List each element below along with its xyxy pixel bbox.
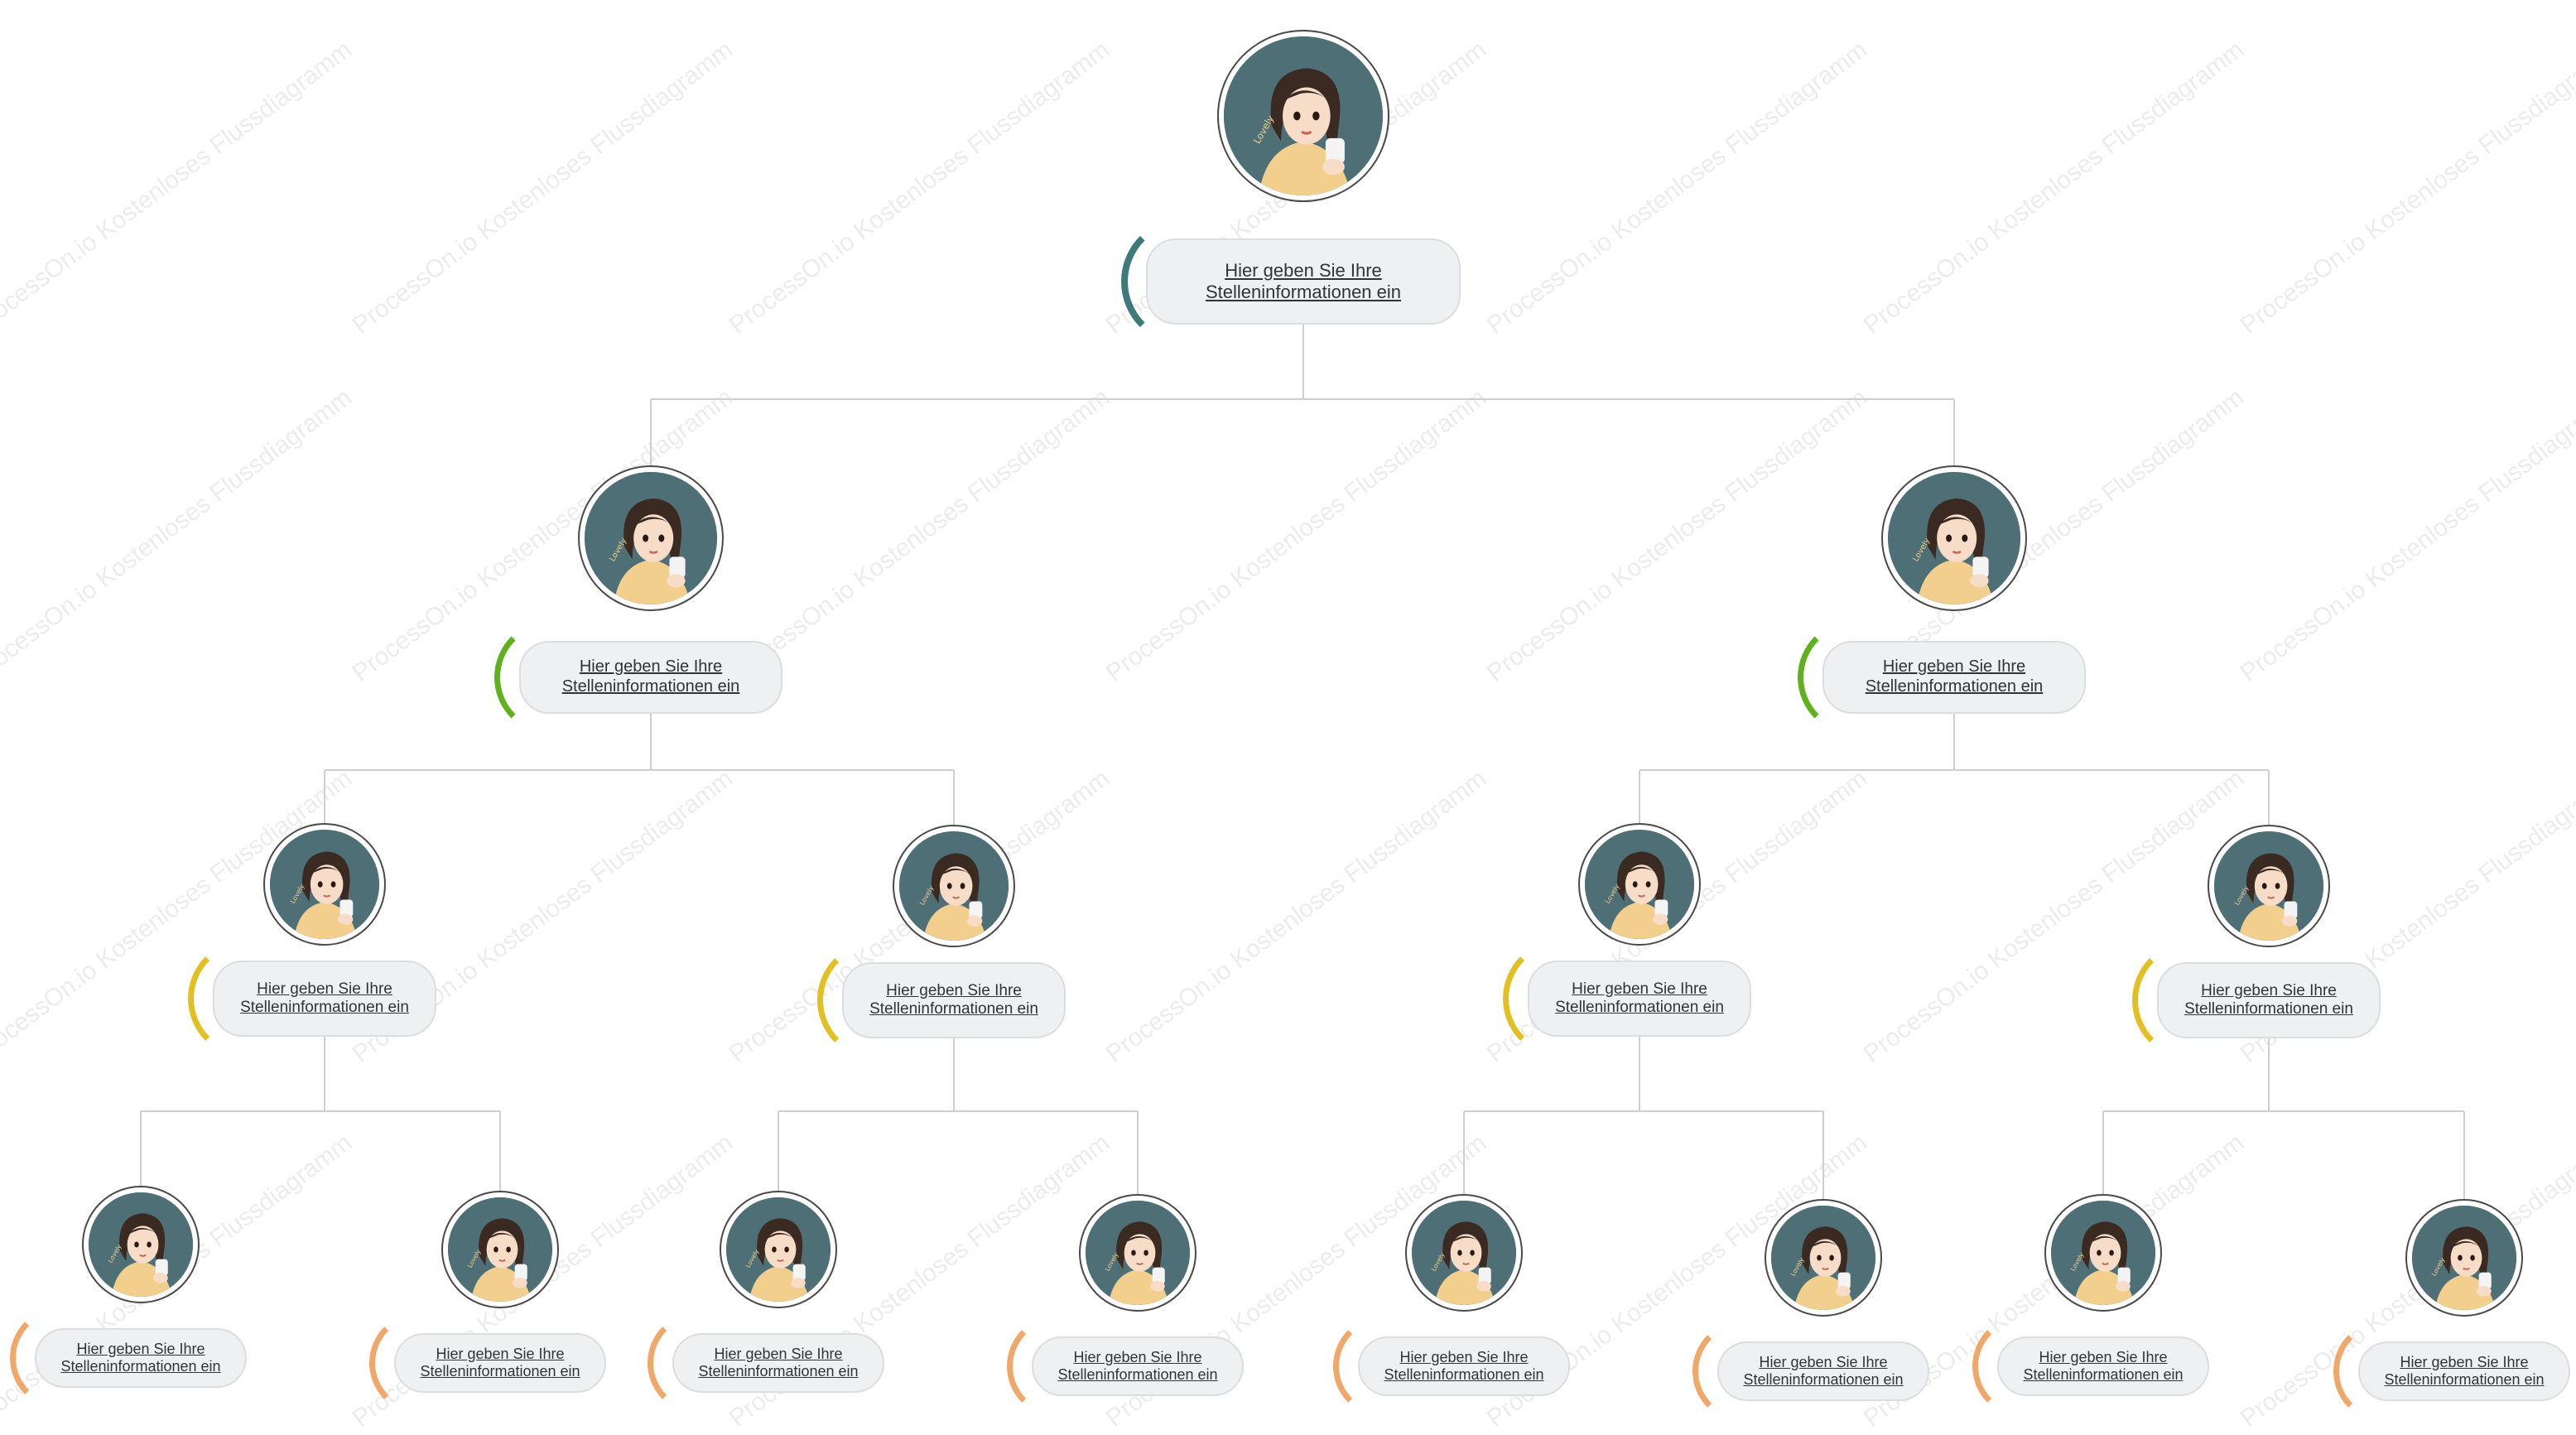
position-card[interactable]: Hier geben Sie Ihre Stelleninformationen… [1146, 238, 1461, 325]
avatar-icon: Lovely [2214, 831, 2323, 941]
level-accent-arc [369, 1312, 472, 1414]
position-label[interactable]: Hier geben Sie Ihre Stelleninformationen… [420, 1345, 580, 1380]
position-label[interactable]: Hier geben Sie Ihre Stelleninformationen… [2023, 1348, 2184, 1383]
avatar-icon: Lovely [1224, 36, 1383, 195]
position-label[interactable]: Hier geben Sie Ihre Stelleninformationen… [1384, 1348, 1544, 1383]
position-card[interactable]: Hier geben Sie Ihre Stelleninformationen… [2157, 962, 2381, 1038]
position-card[interactable]: Hier geben Sie Ihre Stelleninformationen… [1997, 1336, 2209, 1396]
level-accent-arc [648, 1312, 750, 1414]
avatar[interactable]: Lovely [893, 825, 1015, 947]
avatar-icon: Lovely [585, 472, 717, 604]
position-card[interactable]: Hier geben Sie Ihre Stelleninformationen… [1358, 1336, 1570, 1396]
position-label[interactable]: Hier geben Sie Ihre Stelleninformationen… [1205, 260, 1402, 302]
position-card[interactable]: Hier geben Sie Ihre Stelleninformationen… [519, 641, 782, 714]
avatar[interactable]: Lovely [441, 1191, 559, 1308]
avatar[interactable]: Lovely [1578, 823, 1701, 946]
level-accent-arc [494, 619, 610, 735]
position-card[interactable]: Hier geben Sie Ihre Stelleninformationen… [842, 962, 1066, 1038]
level-accent-arc [1503, 939, 1622, 1058]
position-card[interactable]: Hier geben Sie Ihre Stelleninformationen… [213, 961, 436, 1037]
avatar-icon: Lovely [270, 830, 379, 939]
level-accent-arc [2333, 1320, 2436, 1423]
level-accent-arc [10, 1307, 113, 1409]
position-card[interactable]: Hier geben Sie Ihre Stelleninformationen… [1822, 641, 2086, 714]
avatar-icon: Lovely [2412, 1206, 2516, 1310]
avatar-icon: Lovely [448, 1197, 552, 1302]
avatar[interactable]: Lovely [2405, 1199, 2523, 1317]
avatar[interactable]: Lovely [2208, 825, 2330, 947]
position-card[interactable]: Hier geben Sie Ihre Stelleninformationen… [35, 1328, 247, 1388]
position-card[interactable]: Hier geben Sie Ihre Stelleninformationen… [394, 1333, 606, 1393]
level-accent-arc [817, 941, 937, 1060]
level-accent-arc [1798, 619, 1914, 735]
position-label[interactable]: Hier geben Sie Ihre Stelleninformationen… [60, 1340, 221, 1375]
position-card[interactable]: Hier geben Sie Ihre Stelleninformationen… [1717, 1341, 1929, 1401]
avatar-icon: Lovely [1412, 1201, 1516, 1305]
position-label[interactable]: Hier geben Sie Ihre Stelleninformationen… [869, 981, 1038, 1018]
avatar-icon: Lovely [1888, 472, 2020, 604]
avatar-icon: Lovely [899, 831, 1009, 941]
position-label[interactable]: Hier geben Sie Ihre Stelleninformationen… [698, 1345, 859, 1380]
position-label[interactable]: Hier geben Sie Ihre Stelleninformationen… [1865, 657, 2044, 696]
level-accent-arc [1692, 1320, 1795, 1423]
level-accent-arc [1007, 1315, 1110, 1418]
avatar[interactable]: Lovely [578, 465, 724, 611]
avatar[interactable]: Lovely [1765, 1199, 1882, 1317]
avatar[interactable]: Lovely [720, 1191, 837, 1308]
position-label[interactable]: Hier geben Sie Ihre Stelleninformationen… [1057, 1348, 1218, 1383]
level-accent-arc [1121, 217, 1250, 346]
level-accent-arc [2132, 941, 2251, 1060]
position-card[interactable]: Hier geben Sie Ihre Stelleninformationen… [672, 1333, 884, 1393]
avatar-icon: Lovely [89, 1192, 193, 1297]
position-label[interactable]: Hier geben Sie Ihre Stelleninformationen… [2184, 981, 2353, 1018]
avatar-icon: Lovely [1086, 1201, 1190, 1305]
avatar-icon: Lovely [2051, 1201, 2155, 1305]
position-card[interactable]: Hier geben Sie Ihre Stelleninformationen… [2358, 1341, 2570, 1401]
avatar[interactable]: Lovely [1881, 465, 2027, 611]
avatar[interactable]: Lovely [263, 823, 386, 946]
position-label[interactable]: Hier geben Sie Ihre Stelleninformationen… [240, 980, 409, 1016]
level-accent-arc [1972, 1315, 2075, 1418]
avatar[interactable]: Lovely [82, 1186, 200, 1303]
avatar[interactable]: Lovely [1405, 1194, 1523, 1312]
avatar[interactable]: Lovely [1217, 30, 1389, 202]
avatar-icon: Lovely [1771, 1206, 1875, 1310]
avatar[interactable]: Lovely [1079, 1194, 1197, 1312]
avatar-icon: Lovely [1585, 830, 1694, 939]
position-card[interactable]: Hier geben Sie Ihre Stelleninformationen… [1528, 961, 1751, 1037]
position-label[interactable]: Hier geben Sie Ihre Stelleninformationen… [561, 657, 740, 696]
level-accent-arc [1333, 1315, 1436, 1418]
position-label[interactable]: Hier geben Sie Ihre Stelleninformationen… [1555, 980, 1724, 1016]
level-accent-arc [188, 939, 307, 1058]
position-card[interactable]: Hier geben Sie Ihre Stelleninformationen… [1032, 1336, 1244, 1396]
avatar-icon: Lovely [726, 1197, 831, 1302]
position-label[interactable]: Hier geben Sie Ihre Stelleninformationen… [2384, 1353, 2545, 1388]
position-label[interactable]: Hier geben Sie Ihre Stelleninformationen… [1743, 1353, 1904, 1388]
avatar[interactable]: Lovely [2044, 1194, 2162, 1312]
